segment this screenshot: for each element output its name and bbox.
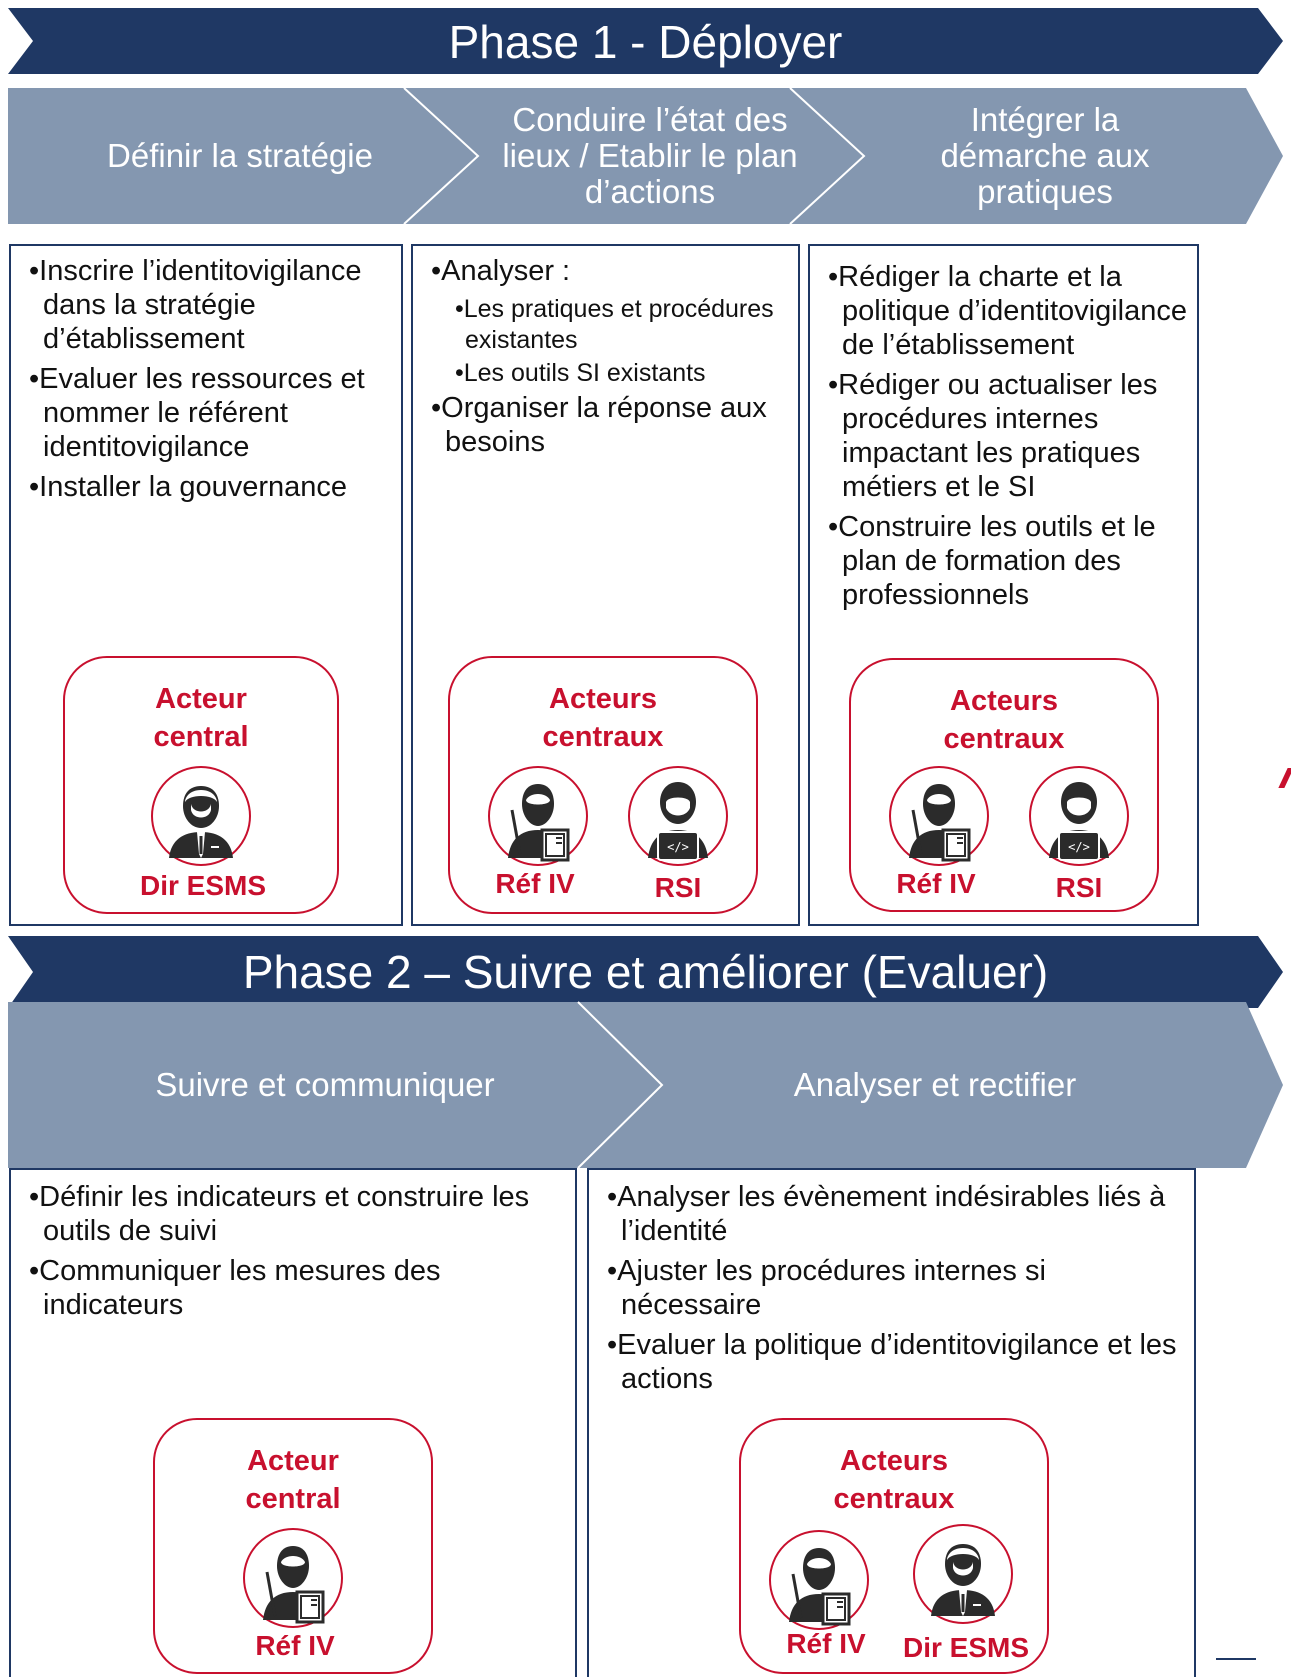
- referent-avatar-icon: [889, 766, 989, 866]
- bullet-item: •Rédiger la charte et la politique d’ide…: [828, 261, 1188, 361]
- bullet-item: •Rédiger ou actualiser les procédures in…: [828, 369, 1158, 503]
- actor-panel: Acteur central Réf IV: [153, 1418, 433, 1674]
- director-avatar-icon: [913, 1524, 1013, 1624]
- role-label: Dir ESMS: [139, 870, 267, 901]
- bullet-item: •Communiquer les mesures des indicateurs: [29, 1255, 441, 1321]
- actor-panel: Acteurs centraux: [739, 1418, 1049, 1674]
- actor-title: Acteur central: [153, 683, 249, 753]
- actor-title: Acteurs centraux: [943, 685, 1065, 755]
- phase-1-box-strategy: •Inscrire l’identitovigilance dans la st…: [9, 244, 403, 926]
- bullet-list: •Définir les indicateurs et construire l…: [29, 1180, 559, 1328]
- bullet-list: •Analyser : •Les pratiques et procédures…: [431, 254, 791, 465]
- actor-panel: Acteurs centraux </> Réf IV: [448, 656, 758, 914]
- bullet-list: •Inscrire l’identitovigilance dans la st…: [29, 254, 389, 510]
- role-label: RSI: [654, 872, 702, 903]
- role-label: Dir ESMS: [902, 1632, 1030, 1663]
- bullet-item: •Analyser les évènement indésirables lié…: [607, 1181, 1166, 1247]
- actor-title: Acteurs centraux: [833, 1445, 955, 1515]
- step-analyze-rectify: Analyser et rectifier: [793, 1066, 1077, 1103]
- actor-title: Acteurs centraux: [542, 683, 664, 753]
- phase-2-banner: [8, 936, 1283, 1008]
- developer-avatar-icon: </>: [628, 766, 728, 866]
- actor-panel: Acteur central Dir ESMS: [63, 656, 339, 914]
- phase-2-box-monitor: •Définir les indicateurs et construire l…: [9, 1168, 577, 1677]
- phase-1-box-inventory: •Analyser : •Les pratiques et procédures…: [411, 244, 800, 926]
- phase-2-step-chevrons: [8, 1002, 1283, 1168]
- bullet-item: •Analyser :: [431, 255, 571, 287]
- bullet-item: •Inscrire l’identitovigilance dans la st…: [29, 255, 362, 355]
- referent-avatar-icon: [488, 766, 588, 866]
- bullet-item: •Installer la gouvernance: [29, 471, 348, 503]
- phase-1-banner: [8, 8, 1283, 74]
- bullet-list: •Analyser les évènement indésirables lié…: [607, 1180, 1177, 1402]
- director-avatar-icon: [151, 766, 251, 866]
- bullet-item: •Construire les outils et le plan de for…: [828, 511, 1156, 611]
- role-label: Réf IV: [255, 1630, 335, 1661]
- bullet-subitem: •Les outils SI existants: [455, 359, 706, 387]
- referent-avatar-icon: [769, 1530, 869, 1630]
- role-label: Réf IV: [495, 868, 575, 899]
- step-inventory-action-plan: Conduire l’état des lieux / Etablir le p…: [502, 101, 798, 210]
- developer-avatar-icon: </>: [1029, 766, 1129, 866]
- bullet-item: •Evaluer les ressources et nommer le réf…: [29, 363, 365, 463]
- phase-2-title: Phase 2 – Suivre et améliorer (Evaluer): [242, 946, 1049, 998]
- bullet-item: •Evaluer la politique d’identitovigilanc…: [607, 1329, 1177, 1395]
- actor-panel: Acteurs centraux </> Réf IV: [849, 658, 1159, 912]
- decorative-dash: [1216, 1658, 1256, 1660]
- actor-title: Acteur central: [245, 1445, 341, 1515]
- phase-1-title: Phase 1 - Déployer: [448, 16, 843, 68]
- role-label: RSI: [1055, 872, 1103, 903]
- step-integrate-practices: Intégrer la démarche aux pratiques: [940, 101, 1150, 210]
- phase-1-step-chevrons: [8, 88, 1283, 224]
- svg-text:</>: </>: [667, 840, 689, 854]
- step-define-strategy: Définir la stratégie: [107, 137, 373, 174]
- bullet-item: •Organiser la réponse aux besoins: [431, 392, 767, 458]
- referent-avatar-icon: [243, 1528, 343, 1628]
- svg-text:</>: </>: [1068, 840, 1090, 854]
- phase-2-box-analyze: •Analyser les évènement indésirables lié…: [587, 1168, 1196, 1677]
- step-monitor-communicate: Suivre et communiquer: [155, 1066, 495, 1103]
- bullet-list: •Rédiger la charte et la politique d’ide…: [828, 260, 1193, 618]
- role-label: Réf IV: [896, 868, 976, 899]
- role-label: Réf IV: [786, 1628, 866, 1659]
- phase-1-box-integrate: •Rédiger la charte et la politique d’ide…: [808, 244, 1199, 926]
- bullet-subitem: •Les pratiques et procédures existantes: [455, 295, 774, 354]
- bullet-item: •Définir les indicateurs et construire l…: [29, 1181, 530, 1247]
- bullet-item: •Ajuster les procédures internes si néce…: [607, 1255, 1046, 1321]
